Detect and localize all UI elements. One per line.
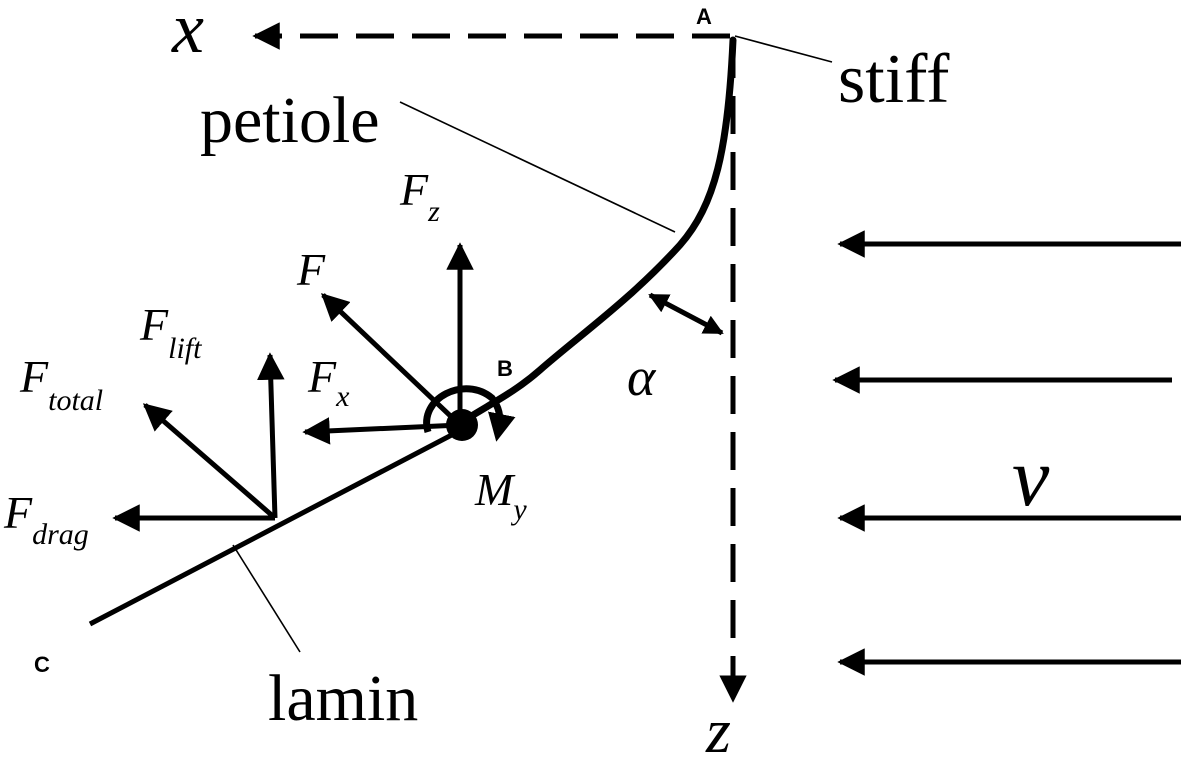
force-f-label: F	[296, 244, 326, 295]
force-ftotal-arrow	[142, 403, 277, 520]
force-fz-label: Fz	[399, 164, 440, 228]
force-ftotal-label: Ftotal	[19, 351, 103, 417]
force-fz-base: F	[399, 164, 429, 215]
petiole-label: petiole	[200, 84, 380, 157]
point-b-label: B	[497, 356, 513, 381]
force-flift-sub: lift	[168, 332, 202, 365]
lamina-line	[88, 425, 467, 627]
force-flift-arrow	[257, 352, 285, 519]
stiff-leader-line	[734, 35, 833, 63]
force-flift-label: Flift	[139, 299, 202, 365]
force-fx-sub: x	[335, 380, 350, 413]
force-flift-base: F	[139, 299, 169, 350]
moment-my-base: M	[474, 464, 516, 515]
point-a-label: A	[696, 4, 712, 29]
force-ftotal-base: F	[19, 351, 49, 402]
force-fdrag-base: F	[3, 487, 33, 538]
x-axis-label: x	[171, 0, 204, 68]
stiff-label: stiff	[838, 41, 950, 118]
moment-curved-arrow-icon	[423, 385, 516, 442]
moment-my-label: My	[474, 464, 527, 526]
flow-arrows	[832, 230, 1181, 676]
force-fx-arrow	[302, 417, 461, 445]
force-f-arrow	[321, 293, 462, 427]
force-fdrag-label: Fdrag	[3, 487, 89, 551]
velocity-label: v	[1012, 431, 1050, 524]
force-fdrag-sub: drag	[32, 518, 89, 551]
z-axis-label: z	[705, 695, 731, 757]
moment-my-sub: y	[510, 493, 527, 526]
lamin-label: lamin	[268, 662, 418, 735]
alpha-label: α	[627, 347, 657, 407]
petiole-leader-line	[399, 101, 676, 233]
lamin-leader-line	[232, 544, 301, 653]
point-c-label: C	[34, 652, 50, 677]
force-fx-label: Fx	[307, 351, 350, 413]
force-fx-base: F	[307, 351, 337, 402]
alpha-angle-arrow	[648, 292, 724, 336]
petiole-curve	[461, 36, 737, 424]
force-fz-sub: z	[427, 195, 440, 228]
force-ftotal-sub: total	[48, 384, 103, 417]
